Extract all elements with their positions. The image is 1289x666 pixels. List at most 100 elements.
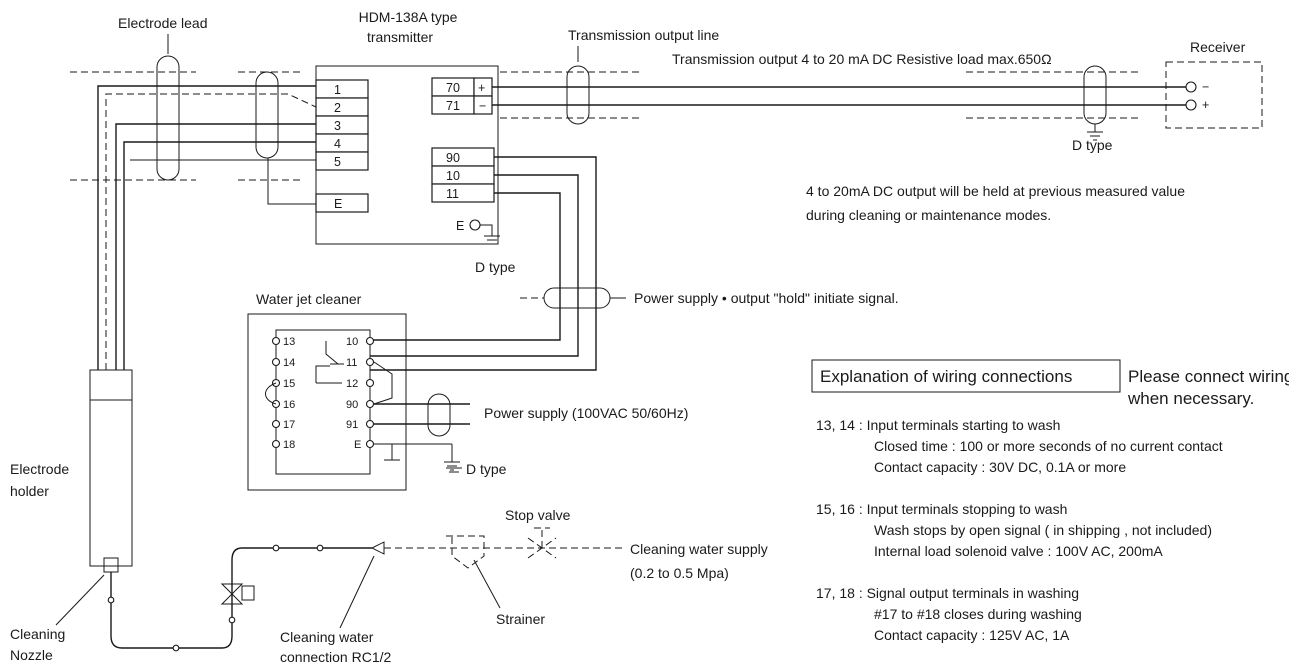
transmitter-title-line2: transmitter — [367, 29, 433, 45]
terminal-1-label: 1 — [334, 83, 341, 97]
power-supply-ac-label: Power supply (100VAC 50/60Hz) — [484, 405, 688, 421]
hold-cable-clamp — [543, 287, 611, 309]
explanation-item-1-line-2: Contact capacity : 30V DC, 0.1A or more — [874, 459, 1126, 475]
explanation-title: Explanation of wiring connections — [820, 367, 1072, 386]
terminal-3 — [315, 115, 369, 135]
transmitter-dtype-label: D type — [475, 259, 516, 275]
terminal-2-label: 2 — [334, 101, 341, 115]
explanation-item-3-line-2: Contact capacity : 125V AC, 1A — [874, 627, 1070, 643]
stop-valve-label: Stop valve — [505, 507, 571, 523]
terminal-10 — [431, 165, 495, 185]
receiver-terminal-plus — [1185, 99, 1197, 111]
strainer-label: Strainer — [496, 611, 545, 627]
receiver-minus-label: − — [1202, 80, 1209, 94]
cleaner-ground-symbol — [444, 444, 460, 471]
explanation-item-3-line-1: #17 to #18 closes during washing — [874, 606, 1082, 622]
explanation-aside-2: when necessary. — [1127, 389, 1254, 408]
cleaner-terminal-18: 18 — [283, 439, 295, 451]
transmitter-ground-label: E — [456, 219, 464, 233]
explanation-item-3-head: 17, 18 : Signal output terminals in wash… — [816, 585, 1079, 601]
terminal-1 — [315, 79, 369, 99]
terminal-11-label: 11 — [446, 187, 459, 201]
explanation-item-2-line-2: Internal load solenoid valve : 100V AC, … — [874, 543, 1163, 559]
cleaning-water-conn-label-2: connection RC1/2 — [280, 649, 392, 665]
transmitter-title-line1: HDM-138A type — [359, 9, 458, 25]
explanation-item-2-head: 15, 16 : Input terminals stopping to was… — [816, 501, 1067, 517]
electrode-lead-label: Electrode lead — [118, 15, 208, 31]
explanation-item-2-line-1: Wash stops by open signal ( in shipping … — [874, 522, 1212, 538]
electrode-cable-clamp — [156, 55, 180, 181]
terminal-90-label: 90 — [446, 151, 460, 165]
output-ground-symbol — [1087, 124, 1103, 141]
explanation-aside-1: Please connect wiring — [1128, 367, 1289, 386]
terminal-e — [315, 193, 369, 213]
transmitter: HDM-138A type transmitter 1 2 3 4 5 E 70… — [315, 9, 516, 275]
explanation-title-box — [811, 359, 1121, 393]
receiver-box — [1165, 61, 1263, 129]
terminal-4 — [315, 133, 369, 153]
hold-note-line1: 4 to 20mA DC output will be held at prev… — [806, 183, 1185, 199]
cleaner-terminal-e: E — [354, 439, 361, 451]
cleaner-terminal-17: 17 — [283, 419, 295, 431]
terminal-5-label: 5 — [334, 155, 341, 169]
cleaner-terminal-90: 90 — [346, 399, 358, 411]
cleaner-dtype-label: D type — [466, 461, 507, 477]
jumper-15-16 — [265, 382, 277, 405]
cleaning-nozzle — [103, 557, 119, 573]
receiver-label: Receiver — [1190, 39, 1246, 55]
transmission-output-line: Transmission output line Transmission ou… — [492, 27, 1186, 153]
cleaner-terminal-12: 12 — [346, 378, 358, 390]
transmission-output-spec: Transmission output 4 to 20 mA DC Resist… — [672, 51, 1052, 67]
receiver-terminal-minus — [1185, 81, 1197, 93]
terminal-90 — [431, 147, 495, 167]
explanation-panel: Explanation of wiring connections Please… — [811, 359, 1289, 643]
cleaning-water-supply-label-2: (0.2 to 0.5 Mpa) — [630, 565, 729, 581]
cleaner-terminal-11: 11 — [346, 357, 357, 369]
terminal-10-label: 10 — [446, 169, 460, 183]
terminal-3-label: 3 — [334, 119, 341, 133]
cleaner-terminal-91: 91 — [346, 419, 358, 431]
power-cable-clamp — [427, 393, 451, 437]
water-pipe — [110, 547, 372, 649]
water-jet-cleaner-box — [247, 313, 407, 491]
water-jet-cleaner: Water jet cleaner 13 14 15 16 17 18 10 1… — [247, 291, 688, 491]
receiver: Receiver − + — [1165, 39, 1263, 129]
receiver-plus-label: + — [1202, 98, 1209, 112]
electrode-lead-wiring: Electrode lead — [70, 15, 317, 370]
output-cable-clamp-2 — [1083, 65, 1107, 125]
terminal-e-label: E — [334, 197, 342, 211]
connection-arrow — [370, 541, 385, 555]
explanation-item-1-head: 13, 14 : Input terminals starting to was… — [816, 417, 1060, 433]
terminal-71-label: 71 — [446, 99, 460, 113]
terminal-70-label: 70 — [446, 81, 460, 95]
electrode-holder-assembly: Electrode holder Cleaning Nozzle Cleanin… — [10, 369, 768, 665]
terminal-71-minus: − — [479, 99, 486, 113]
hold-signal-wiring: Power supply • output "hold" initiate si… — [370, 156, 899, 371]
transmission-output-line-label: Transmission output line — [568, 27, 719, 43]
electrode-cable-clamp-2 — [255, 71, 279, 159]
cleaning-water-supply-label-1: Cleaning water supply — [630, 541, 768, 557]
cleaner-terminal-15: 15 — [283, 378, 295, 390]
cleaning-nozzle-label-2: Nozzle — [10, 647, 53, 663]
relay-contact — [315, 341, 344, 384]
output-dtype-label: D type — [1072, 137, 1113, 153]
ground-symbol — [480, 224, 500, 245]
output-cable-clamp-1 — [566, 65, 590, 125]
electrode-holder — [89, 369, 133, 567]
stop-valve — [527, 527, 557, 559]
cleaning-water-conn-label-1: Cleaning water — [280, 629, 374, 645]
terminal-70-plus: + — [478, 81, 485, 95]
terminal-4-label: 4 — [334, 137, 341, 151]
transmitter-ground-terminal — [469, 219, 481, 231]
electrode-holder-label-2: holder — [10, 483, 49, 499]
cleaner-terminal-10: 10 — [346, 336, 358, 348]
electrode-holder-label-1: Electrode — [10, 461, 69, 477]
terminal-11 — [431, 183, 495, 203]
cleaning-nozzle-label-1: Cleaning — [10, 626, 65, 642]
terminal-5 — [315, 151, 369, 171]
power-supply-hold-label: Power supply • output "hold" initiate si… — [634, 290, 899, 306]
strainer — [446, 535, 485, 569]
terminal-2 — [315, 97, 369, 117]
explanation-item-1-line-1: Closed time : 100 or more seconds of no … — [874, 438, 1223, 454]
